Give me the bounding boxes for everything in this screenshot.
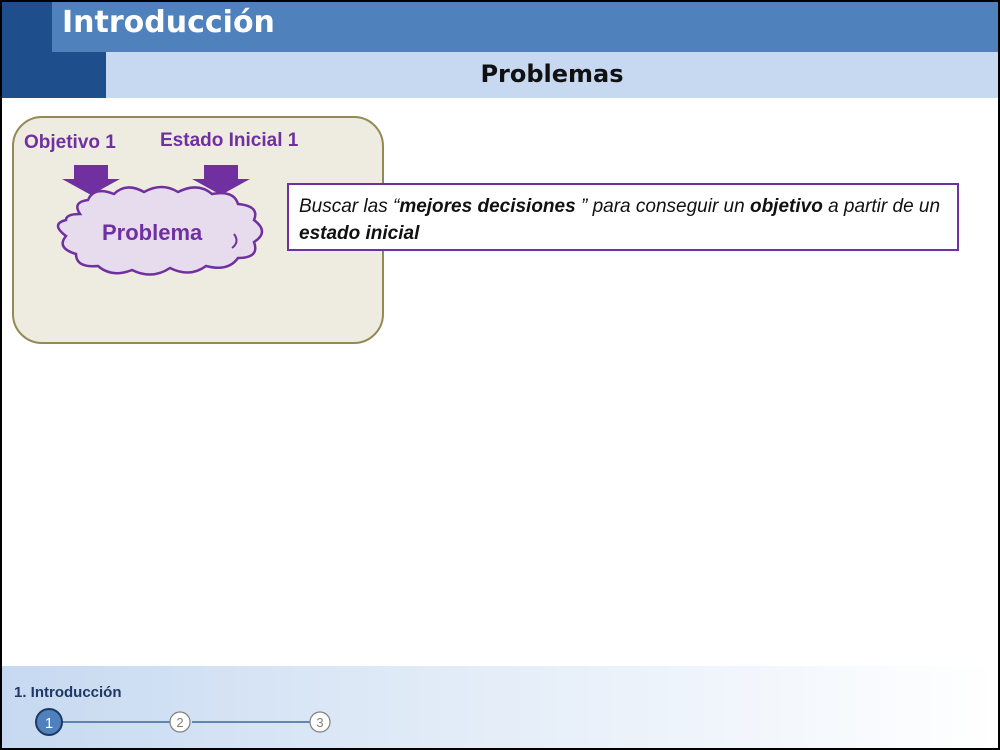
diagram-shapes xyxy=(56,165,264,276)
quote-close: ” xyxy=(575,196,588,217)
objetivo-label: Objetivo 1 xyxy=(24,132,116,153)
header-corner-accent xyxy=(52,52,106,98)
page-subtitle: Problemas xyxy=(480,60,624,88)
callout-text-1: Buscar las xyxy=(299,196,393,217)
step-2-button[interactable]: 2 xyxy=(169,711,191,733)
step-3-button[interactable]: 3 xyxy=(309,711,331,733)
page-title: Introducción xyxy=(62,5,275,40)
callout-bold-objetivo: objetivo xyxy=(749,196,823,217)
callout-bold-decisiones: mejores decisiones xyxy=(399,196,576,217)
svg-text:2: 2 xyxy=(176,715,183,730)
callout-bold-estado: estado inicial xyxy=(299,223,420,244)
quote-open: “ xyxy=(392,196,400,217)
definition-callout: Buscar las “mejores decisiones ” para co… xyxy=(287,183,959,251)
header-band xyxy=(52,2,998,52)
svg-text:3: 3 xyxy=(316,715,323,730)
callout-text-2: para conseguir un xyxy=(587,196,750,217)
svg-text:1: 1 xyxy=(45,715,53,732)
header-corner xyxy=(2,2,52,98)
footer: 1. Introducción 1 2 3 xyxy=(2,666,998,748)
arrow-down-estado-icon xyxy=(192,165,250,195)
problema-cloud xyxy=(56,185,264,276)
callout-text-3: a partir de un xyxy=(822,196,941,217)
subtitle-band xyxy=(106,52,998,98)
estado-inicial-label: Estado Inicial 1 xyxy=(160,130,299,151)
step-progress: 1 2 3 xyxy=(35,708,331,736)
problema-label: Problema xyxy=(102,220,203,245)
arrow-down-objetivo-icon xyxy=(62,165,120,195)
footer-section-label: 1. Introducción xyxy=(14,684,122,701)
step-1-button[interactable]: 1 xyxy=(35,708,63,736)
